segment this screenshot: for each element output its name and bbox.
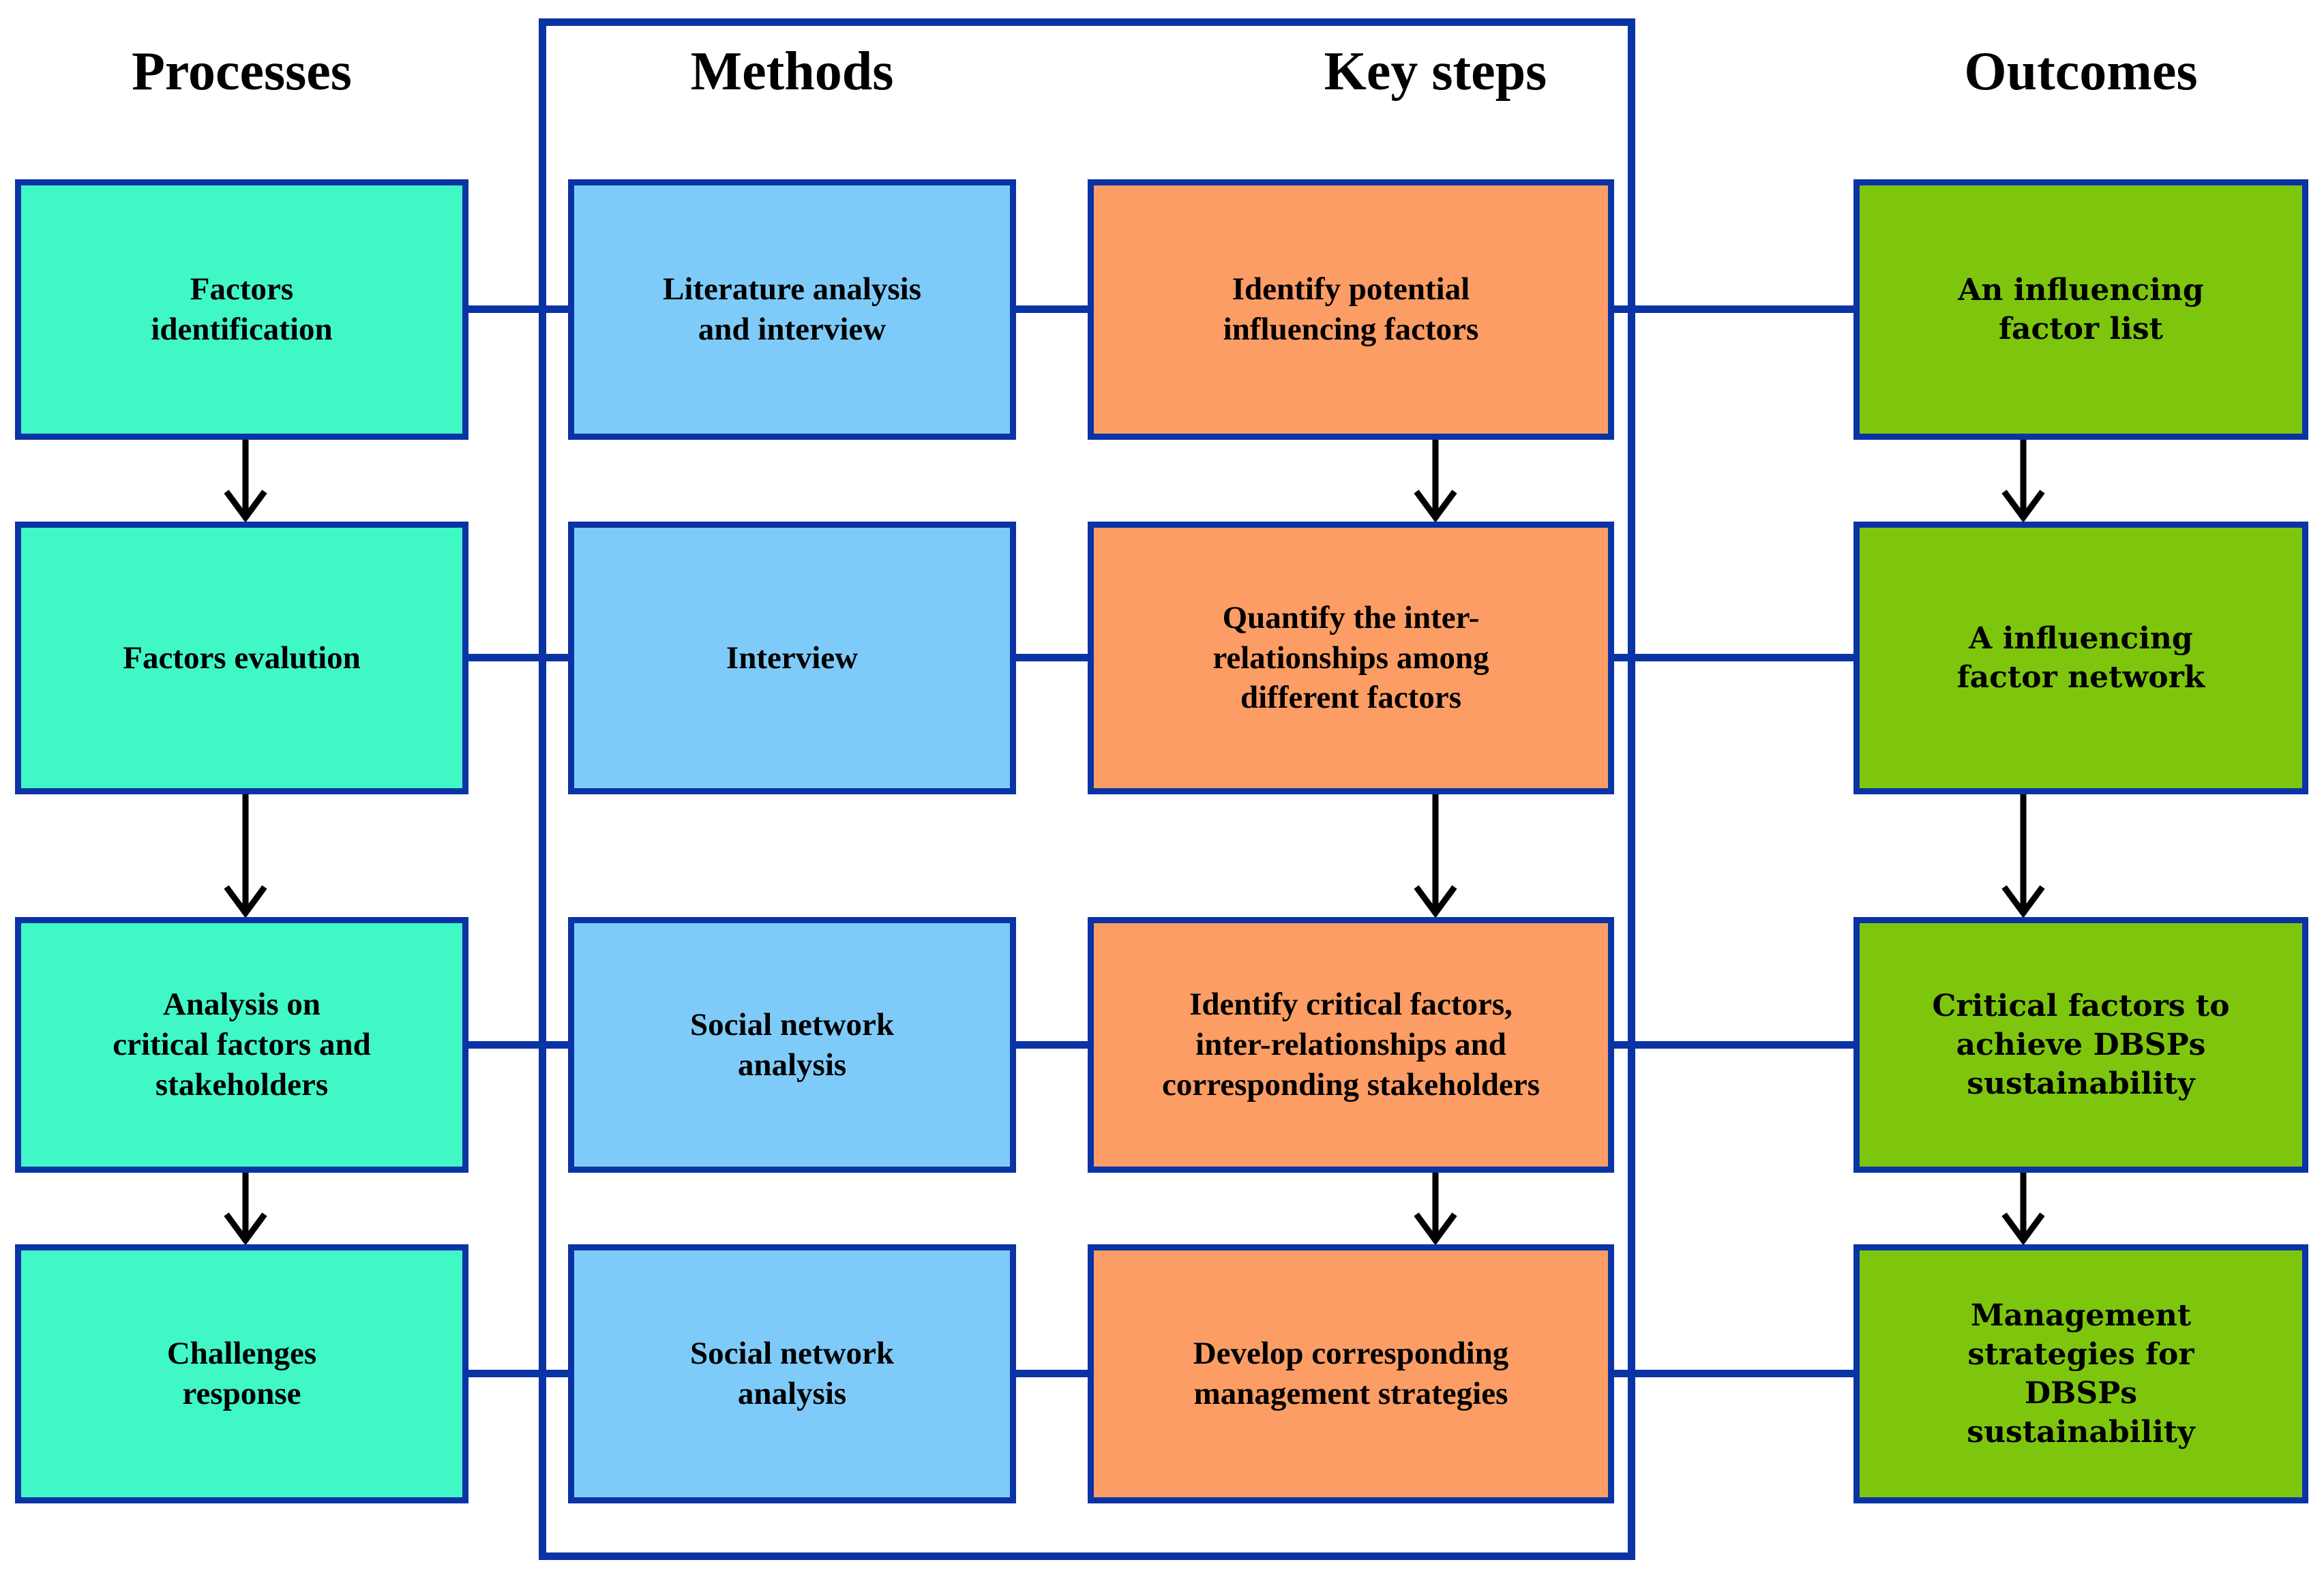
box-key-steps-develop-strategies: Develop corresponding management strateg… [1088, 1244, 1614, 1503]
box-methods-social-network-analysis-1: Social network analysis [568, 917, 1016, 1173]
box-outcomes-influencing-factor-network: A influencing factor network [1853, 522, 2308, 794]
box-label: Social network analysis [690, 1006, 894, 1083]
down-arrow-processes-1 [218, 440, 273, 522]
box-methods-interview: Interview [568, 522, 1016, 794]
box-label: Develop corresponding management strateg… [1193, 1336, 1509, 1411]
box-label: Factors identification [151, 271, 333, 347]
box-key-steps-identify-potential-factors: Identify potential influencing factors [1088, 179, 1614, 440]
down-arrow-processes-3 [218, 1173, 273, 1244]
box-label: Social network analysis [690, 1336, 894, 1411]
down-arrow-outcomes-1 [1996, 440, 2051, 522]
box-label: Factors evalution [123, 640, 361, 676]
box-label: Critical factors to achieve DBSPs sustai… [1932, 988, 2230, 1102]
box-key-steps-identify-critical-factors: Identify critical factors, inter-relatio… [1088, 917, 1614, 1173]
box-label: Analysis on critical factors and stakeho… [113, 987, 371, 1102]
box-label: Interview [726, 640, 859, 676]
down-arrow-key-steps-1 [1408, 440, 1463, 522]
box-processes-challenges-response: Challenges response [15, 1244, 468, 1503]
box-key-steps-quantify-interrelationships: Quantify the inter- relationships among … [1088, 522, 1614, 794]
box-processes-factors-evalution: Factors evalution [15, 522, 468, 794]
box-processes-analysis-critical-factors: Analysis on critical factors and stakeho… [15, 917, 468, 1173]
box-label: A influencing factor network [1956, 620, 2205, 695]
down-arrow-outcomes-2 [1996, 794, 2051, 917]
box-outcomes-influencing-factor-list: An influencing factor list [1853, 179, 2308, 440]
box-label: Challenges response [166, 1336, 317, 1411]
box-processes-factors-identification: Factors identification [15, 179, 468, 440]
box-label: Management strategies for DBSPs sustaina… [1967, 1298, 2195, 1450]
box-methods-social-network-analysis-2: Social network analysis [568, 1244, 1016, 1503]
box-outcomes-management-strategies: Management strategies for DBSPs sustaina… [1853, 1244, 2308, 1503]
box-label: Quantify the inter- relationships among … [1212, 599, 1489, 716]
down-arrow-key-steps-3 [1408, 1173, 1463, 1244]
box-label: Literature analysis and interview [662, 271, 922, 347]
down-arrow-outcomes-3 [1996, 1173, 2051, 1244]
column-header-key-steps: Key steps [1324, 41, 1547, 102]
column-header-methods: Methods [690, 41, 894, 102]
methods-keysteps-frame [539, 18, 1635, 1560]
down-arrow-key-steps-2 [1408, 794, 1463, 917]
box-label: An influencing factor list [1958, 272, 2204, 346]
box-label: Identify potential influencing factors [1223, 271, 1479, 347]
box-methods-literature-analysis-interview: Literature analysis and interview [568, 179, 1016, 440]
down-arrow-processes-2 [218, 794, 273, 917]
box-label: Identify critical factors, inter-relatio… [1161, 987, 1540, 1102]
column-header-processes: Processes [132, 41, 352, 102]
box-outcomes-critical-factors-sustainability: Critical factors to achieve DBSPs sustai… [1853, 917, 2308, 1173]
column-header-outcomes: Outcomes [1964, 41, 2198, 102]
